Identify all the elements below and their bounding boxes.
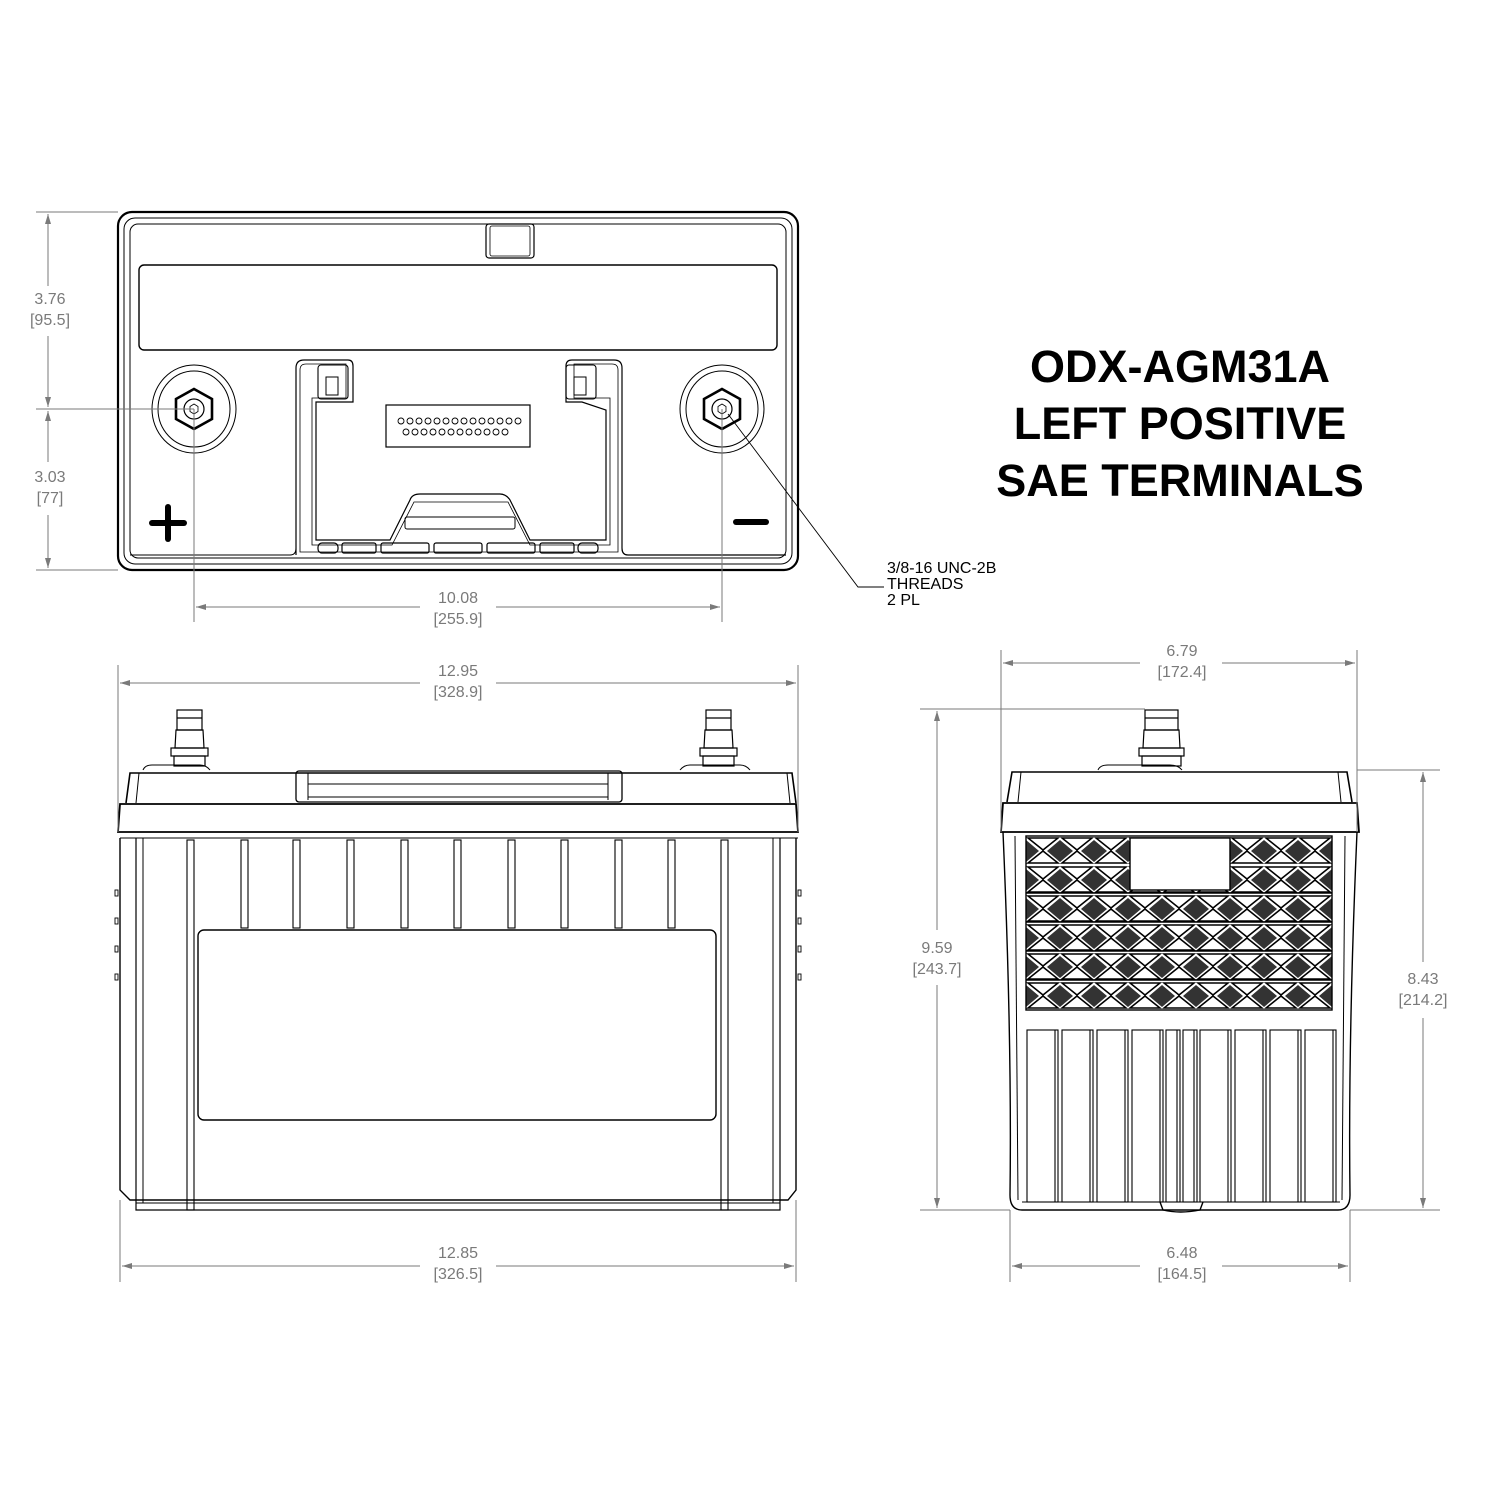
dim-overall-width: 6.79 [172.4]	[1144, 641, 1220, 683]
model-number: ODX-AGM31A	[1029, 341, 1331, 392]
terminal-type: SAE TERMINALS	[996, 455, 1364, 506]
dim-lower-vertical: 3.03 [77]	[28, 467, 72, 509]
thread-quantity: 2 PL	[887, 592, 920, 609]
positive-terminal-front	[142, 709, 211, 771]
thread-leader-line	[727, 413, 884, 588]
dim-upper-vertical: 3.76 [95.5]	[28, 289, 72, 331]
thread-callout: 3/8-16 UNC-2B THREADS 2 PL	[887, 561, 996, 609]
top-view	[116, 210, 800, 572]
polarity-symbols	[149, 504, 769, 542]
top-view-dimension-lines	[36, 211, 723, 622]
dim-base-width: 6.48 [164.5]	[1144, 1243, 1220, 1285]
dim-case-height: 8.43 [214.2]	[1386, 969, 1460, 1011]
side-view-dimension-lines	[920, 650, 1440, 1282]
thread-spec: 3/8-16 UNC-2B	[887, 560, 997, 577]
drawing-title: ODX-AGM31A LEFT POSITIVE SAE TERMINALS	[960, 338, 1400, 509]
thread-label: THREADS	[887, 576, 964, 593]
negative-terminal-front	[679, 709, 751, 771]
terminal-orientation: LEFT POSITIVE	[1013, 398, 1347, 449]
side-ribs	[1026, 1029, 1337, 1203]
dim-base-length: 12.85 [326.5]	[422, 1243, 494, 1285]
vent-holes	[397, 417, 522, 436]
dim-terminal-spacing: 10.08 [255.9]	[422, 588, 494, 630]
dim-overall-length: 12.95 [328.9]	[422, 661, 494, 703]
side-view	[1000, 709, 1360, 1213]
front-ribs	[186, 839, 729, 1211]
front-view-dimension-lines	[117, 665, 799, 1282]
terminal-side	[1097, 709, 1185, 771]
dim-overall-height: 9.59 [243.7]	[900, 938, 974, 980]
front-view	[114, 709, 802, 1211]
